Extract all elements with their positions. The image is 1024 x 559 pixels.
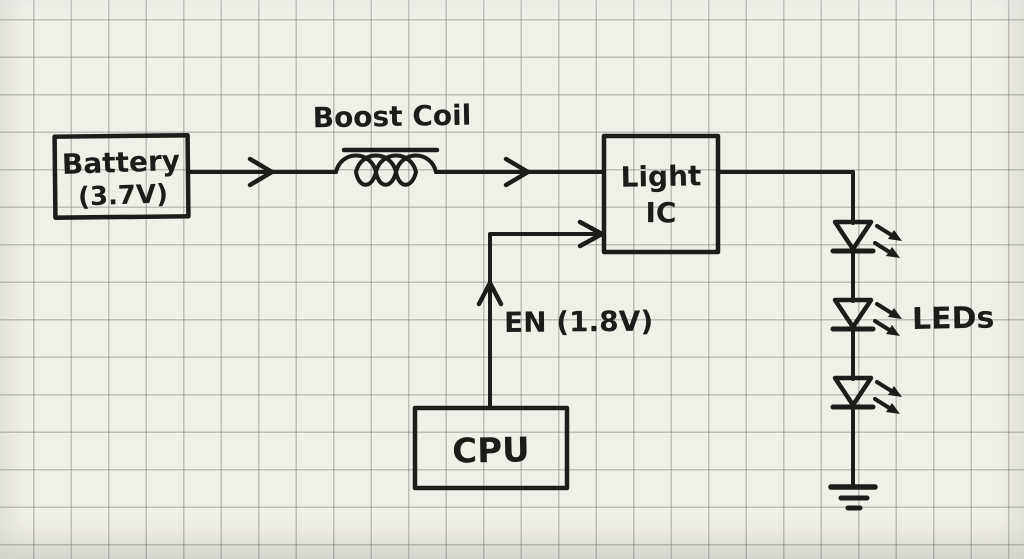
cpu-label: CPU <box>452 430 530 471</box>
boost-coil-symbol: Boost Coil <box>312 99 472 187</box>
ground-icon <box>828 484 878 511</box>
wire-coil-to-light-ic <box>434 156 606 188</box>
en-signal-label: EN (1.8V) <box>504 305 653 339</box>
light-ic-label-line1: Light <box>620 159 701 193</box>
flow-arrow-icon <box>247 156 275 188</box>
light-rays-icon <box>873 224 902 258</box>
en-signal-wire: EN (1.8V) <box>476 219 653 410</box>
light-rays-icon <box>873 380 902 414</box>
light-rays-icon <box>873 302 902 336</box>
led-symbol-2 <box>830 297 902 381</box>
wire-battery-to-coil <box>186 156 338 188</box>
battery-voltage-label: (3.7V) <box>78 179 169 212</box>
led-symbol-1 <box>830 219 902 303</box>
flow-arrow-into-ic-icon <box>577 219 605 249</box>
battery-box: Battery (3.7V) <box>52 133 191 220</box>
leds-label: LEDs <box>912 301 995 337</box>
cpu-box: CPU <box>412 405 570 491</box>
battery-label: Battery <box>61 144 180 181</box>
wire-light-ic-to-leds <box>716 170 855 225</box>
boost-coil-label: Boost Coil <box>312 99 471 135</box>
flow-arrow-icon <box>503 156 531 188</box>
light-ic-label-line2: IC <box>646 196 677 229</box>
led-symbol-3 <box>830 375 902 488</box>
light-ic-box: Light IC <box>601 133 721 255</box>
flow-arrow-up-icon <box>476 280 504 307</box>
